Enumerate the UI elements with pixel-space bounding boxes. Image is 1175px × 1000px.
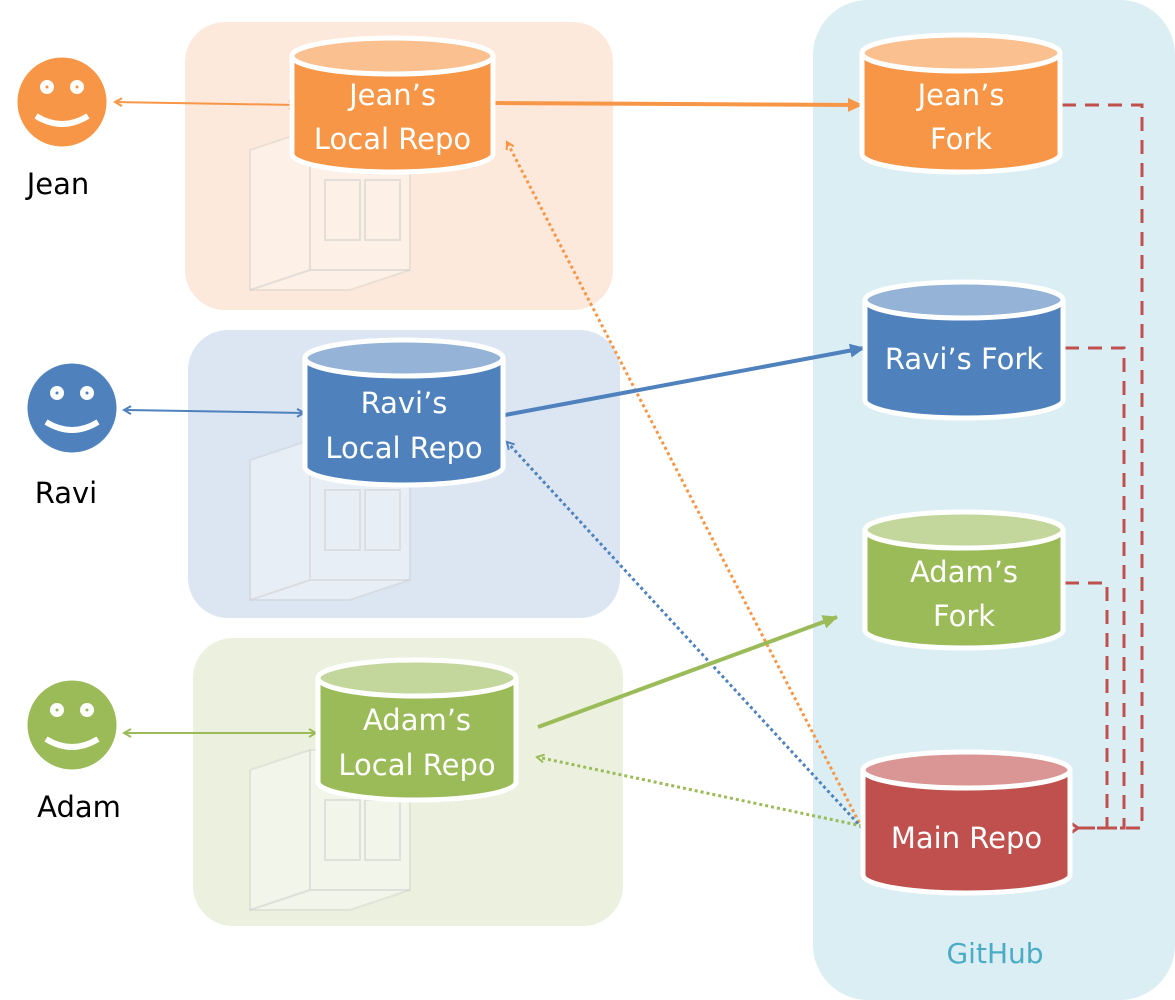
github-panel	[813, 0, 1175, 1000]
database-cylinder-icon	[289, 56, 496, 175]
smiley-face-icon-jean	[12, 52, 112, 152]
database-cylinder-icon	[862, 530, 1066, 651]
cylinder-top	[315, 657, 519, 699]
repo-label: Jean’s	[916, 78, 1005, 112]
smiley-face-icon-ravi	[22, 358, 122, 458]
push-arrow-ravi	[504, 343, 865, 417]
cylinder-top	[859, 32, 1063, 74]
push-arrow-adam	[537, 615, 838, 729]
repo-ravi-fork: Ravi’s Fork	[862, 279, 1066, 421]
cylinder-top	[860, 749, 1073, 791]
repo-label: Local Repo	[325, 431, 482, 465]
repo-main: Main Repo	[860, 749, 1073, 896]
jean-local-arrow	[115, 102, 296, 105]
person-label-ravi: Ravi	[35, 476, 98, 510]
database-cylinder-icon	[315, 678, 519, 803]
pull-arrow-main-to-jean	[507, 142, 864, 829]
person-label-adam: Adam	[37, 790, 121, 824]
github-label: GitHub	[946, 937, 1043, 970]
pr-line-adam	[1065, 581, 1109, 830]
cylinder-top	[289, 35, 496, 77]
pr-line-ravi	[1065, 346, 1126, 830]
database-cylinder-icon	[860, 770, 1073, 896]
pull-request-lines	[1062, 103, 1144, 830]
repo-label: Ravi’s Fork	[885, 342, 1043, 376]
repo-label: Local Repo	[314, 122, 471, 156]
database-cylinder-icon	[302, 358, 506, 488]
cylinder-top	[862, 279, 1066, 321]
repo-label: Ravi’s	[361, 386, 448, 420]
cylinder-top	[302, 337, 506, 379]
person-label-jean: Jean	[25, 167, 90, 201]
repo-label: Main Repo	[891, 821, 1042, 855]
smiley-face-icon-adam	[22, 675, 122, 775]
pull-arrow-main-to-adam	[537, 757, 863, 828]
push-arrow-jean	[494, 97, 863, 112]
repo-label: Adam’s	[363, 703, 471, 737]
repo-label: Fork	[930, 122, 992, 156]
repo-label: Fork	[933, 599, 995, 633]
database-cylinder-icon	[862, 300, 1066, 421]
repo-label: Jean’s	[347, 78, 436, 112]
database-cylinder-icon	[859, 53, 1063, 175]
repo-label: Adam’s	[910, 555, 1018, 589]
ravi-local-arrow	[124, 410, 304, 413]
repo-label: Local Repo	[338, 748, 495, 782]
cylinder-top	[862, 509, 1066, 551]
